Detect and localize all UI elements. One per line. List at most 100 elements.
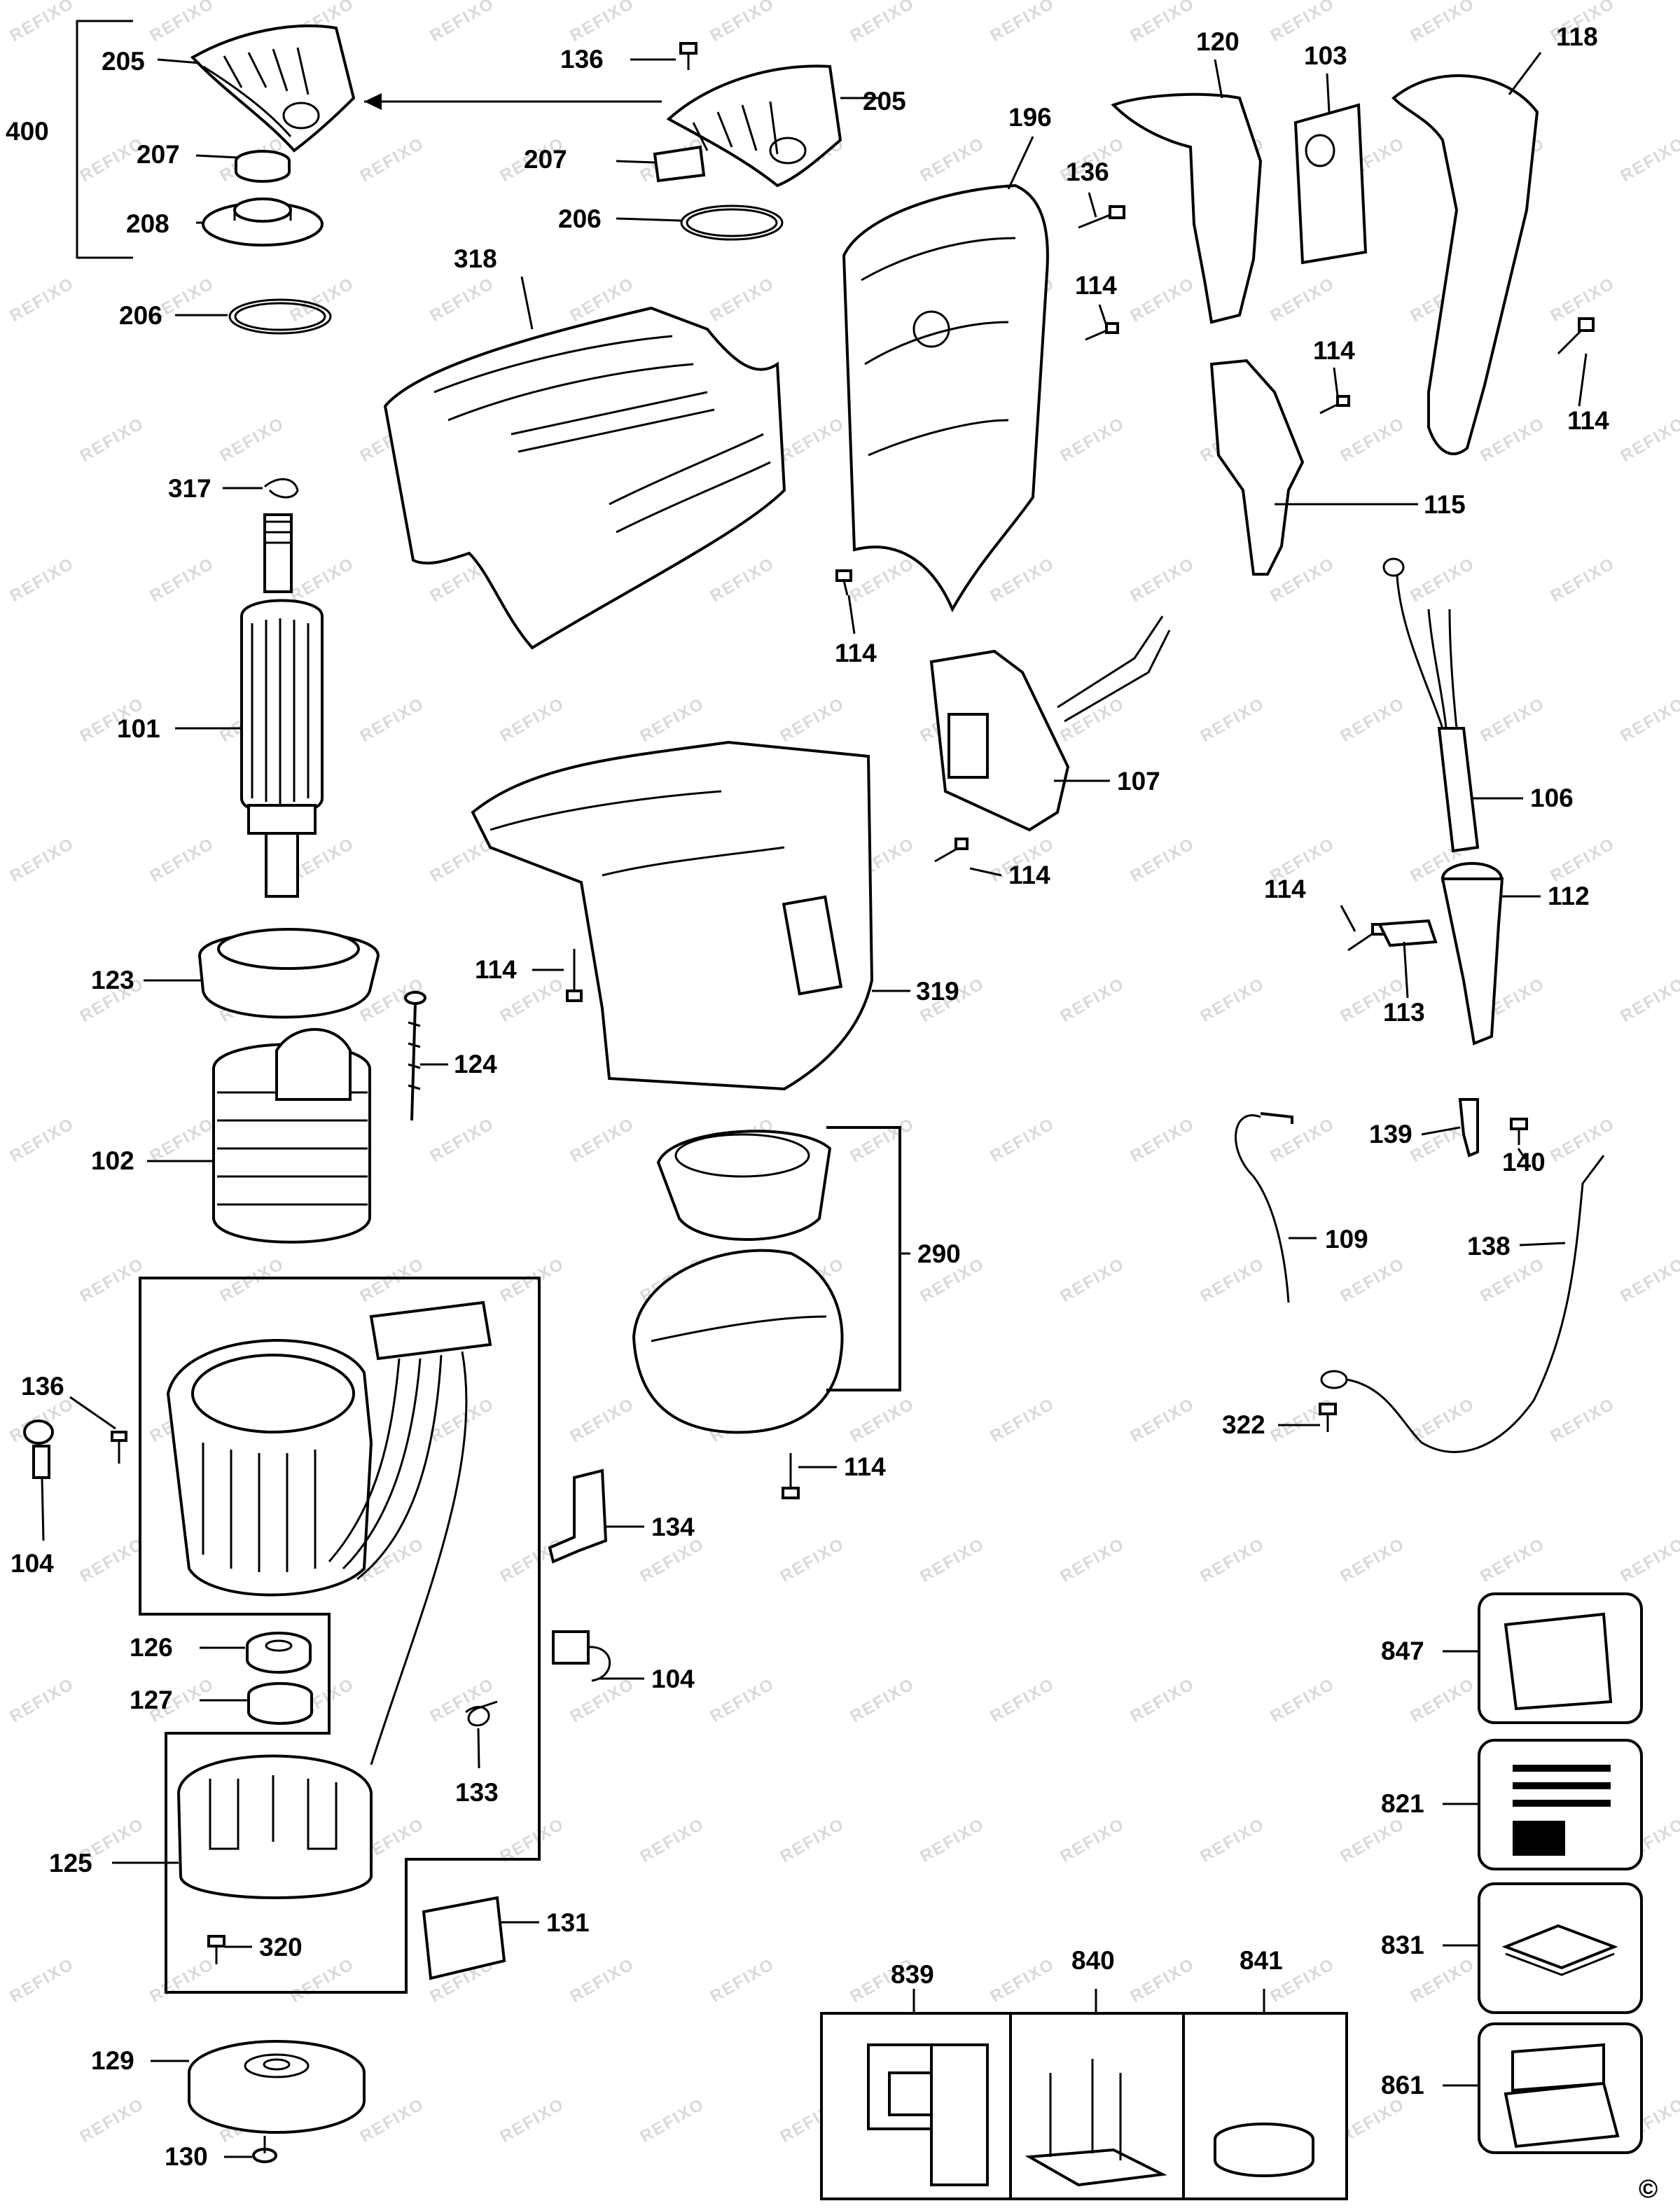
part-106-cable-drawing bbox=[1382, 557, 1480, 853]
watermark-text-29: REFIXO bbox=[707, 274, 778, 326]
label-821: 821 bbox=[1381, 1789, 1424, 1818]
label-139: 139 bbox=[1369, 1120, 1412, 1148]
label-847: 847 bbox=[1381, 1637, 1424, 1665]
part-123-drawing bbox=[197, 928, 380, 1019]
watermark-text-126: REFIXO bbox=[847, 1394, 918, 1446]
watermark-text-168: REFIXO bbox=[7, 1954, 78, 2006]
watermark-text-46: REFIXO bbox=[1478, 414, 1548, 466]
field-housing-drawing bbox=[166, 1300, 492, 1765]
label-101: 101 bbox=[117, 714, 160, 743]
label-207-right: 207 bbox=[524, 145, 567, 174]
watermark-text-57: REFIXO bbox=[1268, 554, 1338, 606]
part-104-left-drawing bbox=[23, 1419, 54, 1479]
watermark-text-105: REFIXO bbox=[1268, 1114, 1338, 1166]
label-114-b: 114 bbox=[835, 639, 877, 667]
label-840: 840 bbox=[1071, 1946, 1115, 1975]
watermark-text-47: REFIXO bbox=[1618, 414, 1680, 466]
label-114-f: 114 bbox=[1264, 875, 1306, 903]
part-131-drawing bbox=[422, 1896, 506, 1980]
watermark-text-97: REFIXO bbox=[147, 1114, 218, 1166]
label-113: 113 bbox=[1383, 998, 1425, 1027]
label-208: 208 bbox=[126, 209, 169, 238]
watermark-text-10: REFIXO bbox=[1408, 0, 1478, 46]
part-290-bracket-outline bbox=[826, 1126, 901, 1391]
label-106: 106 bbox=[1530, 784, 1574, 812]
part-129-drawing bbox=[188, 2040, 366, 2134]
label-123: 123 bbox=[91, 966, 134, 994]
watermark-text-18: REFIXO bbox=[917, 134, 988, 186]
label-318: 318 bbox=[454, 244, 497, 273]
label-290: 290 bbox=[917, 1240, 961, 1268]
part-125-drawing bbox=[176, 1754, 373, 1899]
watermark-text-64: REFIXO bbox=[637, 694, 708, 746]
part-134-drawing bbox=[548, 1468, 608, 1564]
label-103: 103 bbox=[1304, 41, 1347, 70]
label-114-h: 114 bbox=[844, 1452, 886, 1481]
watermark-text-154: REFIXO bbox=[1408, 1674, 1478, 1726]
accessory-box-861 bbox=[1478, 2022, 1643, 2154]
label-120: 120 bbox=[1196, 27, 1240, 56]
watermark-text-109: REFIXO bbox=[217, 1254, 288, 1306]
watermark-text-5: REFIXO bbox=[707, 0, 778, 46]
watermark-text-58: REFIXO bbox=[1408, 554, 1478, 606]
watermark-text-53: REFIXO bbox=[707, 554, 778, 606]
part-113-drawing bbox=[1377, 919, 1438, 947]
kit-841-drawing bbox=[1214, 2123, 1314, 2177]
label-841: 841 bbox=[1240, 1946, 1283, 1975]
watermark-text-7: REFIXO bbox=[987, 0, 1058, 46]
label-118: 118 bbox=[1556, 22, 1598, 51]
label-319: 319 bbox=[916, 977, 959, 1006]
watermark-text-131: REFIXO bbox=[1548, 1394, 1618, 1446]
watermark-text-0: REFIXO bbox=[7, 0, 78, 46]
part-124-long-screw-drawing bbox=[404, 991, 426, 1121]
label-127: 127 bbox=[130, 1686, 173, 1714]
watermark-text-102: REFIXO bbox=[847, 1114, 918, 1166]
watermark-text-83: REFIXO bbox=[1548, 834, 1618, 886]
watermark-text-65: REFIXO bbox=[777, 694, 848, 746]
watermark-text-95: REFIXO bbox=[1618, 974, 1680, 1026]
watermark-text-138: REFIXO bbox=[917, 1534, 988, 1586]
watermark-text-148: REFIXO bbox=[567, 1674, 638, 1726]
watermark-text-180: REFIXO bbox=[77, 2095, 148, 2146]
label-130: 130 bbox=[165, 2142, 208, 2171]
assembly-arrow-head bbox=[364, 93, 382, 110]
watermark-text-100: REFIXO bbox=[567, 1114, 638, 1166]
part-102-stator-drawing bbox=[212, 1028, 371, 1244]
watermark-text-37: REFIXO bbox=[217, 414, 288, 466]
watermark-text-104: REFIXO bbox=[1127, 1114, 1198, 1166]
watermark-text-116: REFIXO bbox=[1197, 1254, 1268, 1306]
watermark-text-161: REFIXO bbox=[777, 1814, 848, 1866]
watermark-text-127: REFIXO bbox=[987, 1394, 1058, 1446]
watermark-text-173: REFIXO bbox=[707, 1954, 778, 2006]
part-133-spring-drawing bbox=[465, 1700, 498, 1727]
label-400: 400 bbox=[6, 117, 49, 146]
watermark-text-183: REFIXO bbox=[497, 2095, 568, 2146]
watermark-text-162: REFIXO bbox=[917, 1814, 988, 1866]
part-115-drawing bbox=[1209, 359, 1305, 576]
watermark-text-115: REFIXO bbox=[1057, 1254, 1128, 1306]
watermark-text-55: REFIXO bbox=[987, 554, 1058, 606]
watermark-text-70: REFIXO bbox=[1478, 694, 1548, 746]
watermark-text-132: REFIXO bbox=[77, 1534, 148, 1586]
part-206-right-ring bbox=[680, 204, 784, 241]
watermark-text-23: REFIXO bbox=[1618, 134, 1680, 186]
label-133: 133 bbox=[455, 1778, 499, 1807]
part-101-armature-drawing bbox=[240, 513, 324, 898]
watermark-text-169: REFIXO bbox=[147, 1954, 218, 2006]
copyright-mark: © bbox=[1639, 2174, 1658, 2203]
part-126-drawing bbox=[246, 1632, 312, 1674]
watermark-text-119: REFIXO bbox=[1618, 1254, 1680, 1306]
label-207-left: 207 bbox=[137, 140, 180, 169]
watermark-text-151: REFIXO bbox=[987, 1674, 1058, 1726]
label-129: 129 bbox=[91, 2046, 134, 2075]
watermark-text-3: REFIXO bbox=[427, 0, 498, 46]
label-320: 320 bbox=[259, 1933, 303, 1961]
brush-box-group-outline bbox=[139, 1277, 541, 1994]
part-207-right-drawing bbox=[653, 145, 706, 183]
watermark-text-143: REFIXO bbox=[1618, 1534, 1680, 1586]
watermark-text-152: REFIXO bbox=[1127, 1674, 1198, 1726]
part-104-right-drawing bbox=[552, 1630, 611, 1682]
watermark-text-128: REFIXO bbox=[1127, 1394, 1198, 1446]
label-107: 107 bbox=[1117, 767, 1160, 796]
